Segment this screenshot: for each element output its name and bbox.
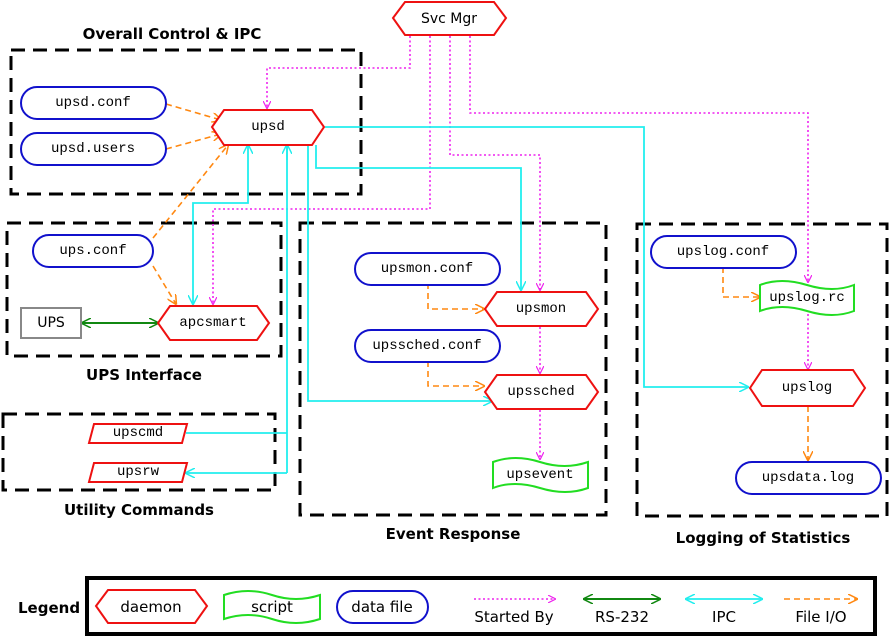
- legend-rs232-label: RS-232: [595, 608, 649, 626]
- upsd-node: [210, 109, 326, 146]
- fileio-upsmon-conf-upsmon: [427, 283, 484, 309]
- group-boxes: [1, 48, 889, 518]
- ups-label: UPS: [37, 315, 65, 331]
- group-box-overall: [9, 48, 363, 196]
- upslog-rc-label: upslog.rc: [769, 290, 845, 306]
- upsd-users-node: [20, 132, 167, 166]
- legend-title: Legend: [18, 599, 80, 617]
- upsrw-label: upsrw: [117, 464, 160, 480]
- script-nodes: [492, 280, 855, 493]
- legend-file-io-label: File I/O: [795, 608, 846, 626]
- upsdata-log-label: upsdata.log: [762, 470, 854, 486]
- utility-nodes: [87, 423, 189, 483]
- group-title-overall: Overall Control & IPC: [83, 25, 262, 43]
- ipc-upsd-upssched: [307, 145, 492, 401]
- upssched-conf-node: [354, 329, 501, 363]
- ups-hardware-node: [20, 307, 82, 339]
- upsrw-node: [87, 462, 189, 483]
- ipc-upsd-upsmon: [315, 145, 521, 290]
- legend-daemon-swatch: [94, 589, 209, 624]
- upscmd-label: upscmd: [113, 425, 163, 441]
- upsd-conf-label: upsd.conf: [55, 95, 131, 111]
- upsevent-label: upsevent: [506, 467, 573, 483]
- fileio-upslog-conf-upslog-rc: [722, 267, 760, 297]
- upssched-node: [483, 374, 600, 410]
- ipc-upsd-apcsmart: [193, 145, 248, 304]
- fileio-ups-conf-apcsmart: [152, 265, 176, 304]
- startedby-svcmgr-upslog-rc: [469, 36, 808, 282]
- group-title-utility: Utility Commands: [64, 501, 214, 519]
- upsdata-log-node: [735, 461, 882, 495]
- upsmon-label: upsmon: [516, 301, 566, 317]
- apcsmart-node: [156, 305, 271, 341]
- legend-data-file-swatch: [336, 590, 429, 624]
- upsd-users-label: upsd.users: [51, 141, 135, 157]
- ups-conf-node: [32, 234, 154, 268]
- startedby-svcmgr-upsd: [267, 36, 411, 108]
- apcsmart-label: apcsmart: [179, 315, 246, 331]
- upsevent-node: [492, 457, 589, 493]
- file-io-connectors: [152, 103, 808, 460]
- group-title-ups-interface: UPS Interface: [86, 366, 202, 384]
- upsd-label: upsd: [251, 119, 285, 135]
- legend-data-file-label: data file: [351, 598, 412, 616]
- group-title-event: Event Response: [386, 525, 521, 543]
- legend: Legend daemon script data file Started B…: [18, 576, 877, 636]
- upssched-label: upssched: [507, 384, 574, 400]
- group-box-event: [298, 221, 608, 517]
- upslog-conf-node: [650, 235, 797, 269]
- ups-conf-label: ups.conf: [59, 243, 126, 259]
- legend-daemon-label: daemon: [120, 598, 181, 616]
- upsmon-conf-label: upsmon.conf: [381, 261, 473, 277]
- upssched-conf-label: upssched.conf: [372, 338, 481, 354]
- svc-mgr-node: [391, 1, 508, 36]
- upslog-label: upslog: [782, 380, 832, 396]
- group-box-ups-interface: [5, 221, 283, 358]
- svc-mgr-label: Svc Mgr: [421, 11, 477, 27]
- legend-ipc-label: IPC: [712, 608, 736, 626]
- ipc-connectors: [186, 126, 748, 473]
- upslog-node: [748, 369, 867, 407]
- legend-script-label: script: [251, 598, 293, 616]
- group-title-logging: Logging of Statistics: [676, 529, 851, 547]
- legend-started-by-label: Started By: [474, 608, 553, 626]
- daemon-nodes: [156, 1, 867, 410]
- fileio-upsd-users-upsd: [165, 134, 221, 150]
- legend-box: [85, 576, 877, 636]
- startedby-svcmgr-upsmon: [449, 36, 540, 290]
- upslog-rc-node: [759, 280, 855, 316]
- fileio-upsd-conf-upsd: [165, 103, 221, 120]
- ipc-upsd-upslog: [325, 126, 748, 387]
- upsmon-conf-node: [354, 252, 501, 286]
- group-box-utility: [1, 412, 277, 492]
- fileio-upssched-conf-upssched: [427, 361, 484, 386]
- upsmon-node: [483, 291, 600, 327]
- group-box-logging: [635, 222, 889, 518]
- upsd-conf-node: [20, 86, 167, 120]
- upscmd-node: [87, 423, 189, 444]
- data-file-nodes: [20, 86, 882, 495]
- legend-script-swatch: [223, 590, 321, 624]
- upslog-conf-label: upslog.conf: [677, 244, 769, 260]
